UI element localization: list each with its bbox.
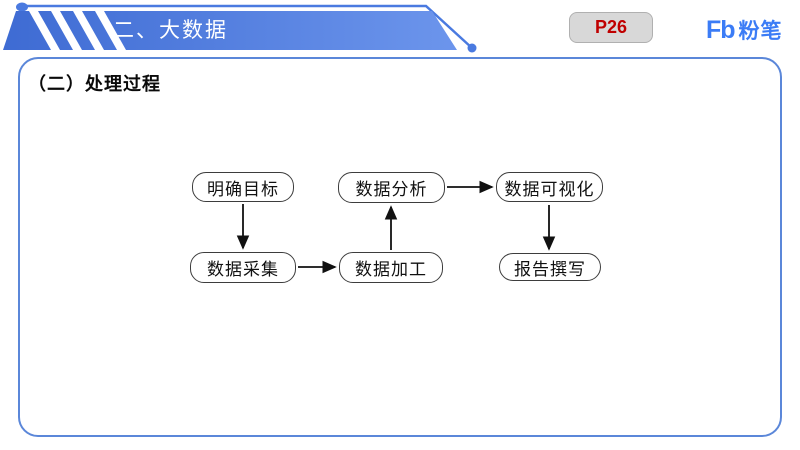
page-number-badge: P26 xyxy=(569,12,653,43)
fenbi-logo: Fb 粉笔 xyxy=(706,16,783,44)
accent-line xyxy=(22,4,473,49)
accent-dot-right xyxy=(467,43,477,53)
accent-dot-left xyxy=(16,2,28,12)
banner-stripes xyxy=(29,11,126,50)
flow-node-analysis: 数据分析 xyxy=(338,172,445,203)
flow-node-collection: 数据采集 xyxy=(190,252,296,283)
flow-node-goal: 明确目标 xyxy=(192,172,294,202)
flow-node-processing: 数据加工 xyxy=(339,252,443,283)
content-panel xyxy=(18,57,782,437)
fenbi-logo-icon: Fb xyxy=(706,15,736,44)
content-heading: （二）处理过程 xyxy=(28,74,161,94)
flow-node-report: 报告撰写 xyxy=(499,253,601,281)
header-banner-decoration xyxy=(3,2,477,53)
flow-node-visualization: 数据可视化 xyxy=(496,172,603,202)
fenbi-logo-text: 粉笔 xyxy=(738,20,783,43)
section-title: 二、大数据 xyxy=(113,19,228,42)
